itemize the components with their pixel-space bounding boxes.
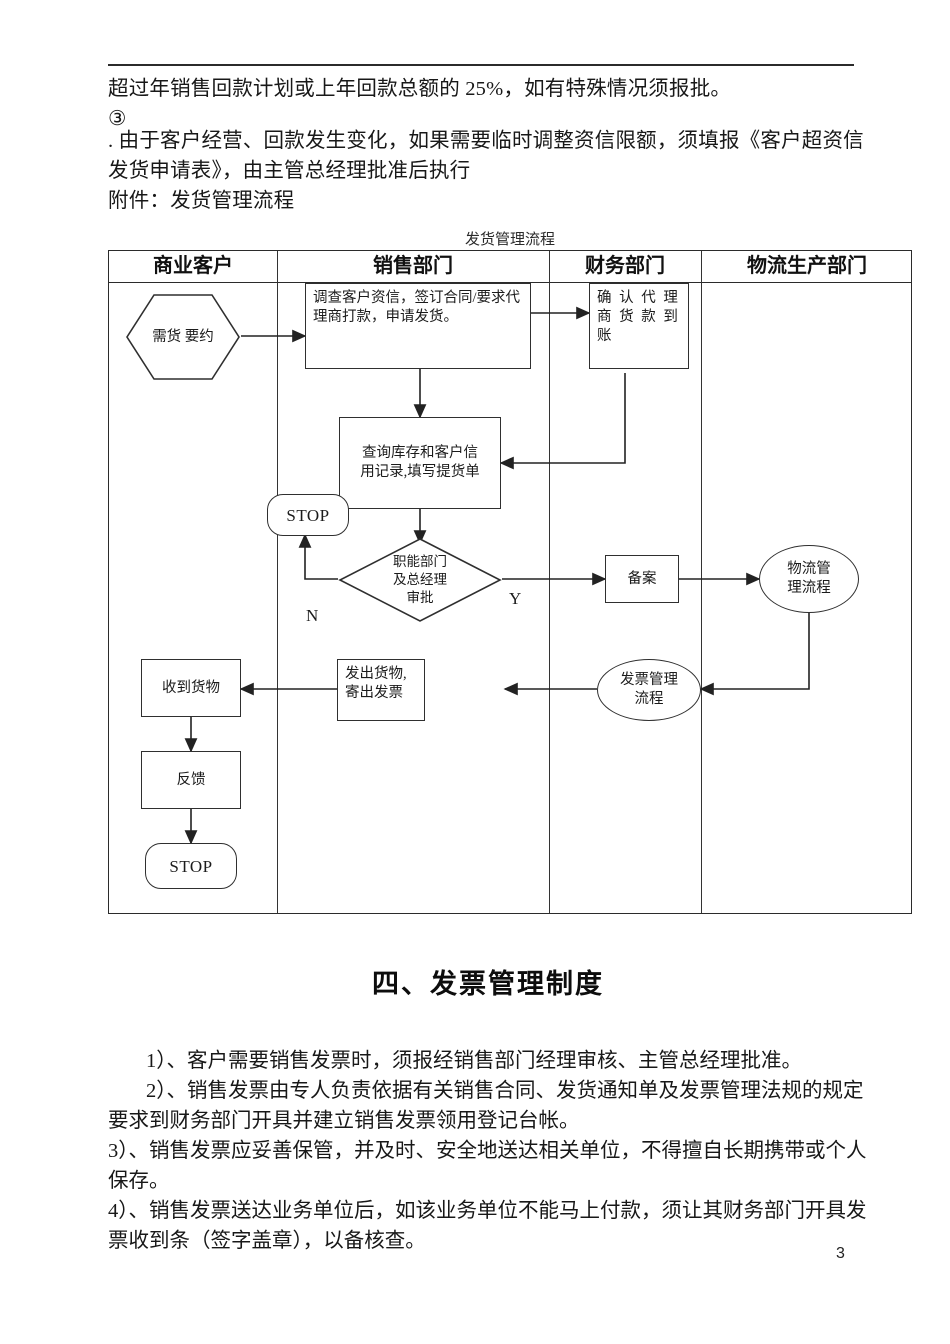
node-receive-goods-label: 收到货物 [162, 679, 220, 696]
list-item: 1）、客户需要销售发票时，须报经销售部门经理审核、主管总经理批准。 [146, 1050, 802, 1072]
node-ship-goods-label: 发出货物, 寄出发票 [345, 666, 407, 701]
node-feedback: 反馈 [141, 751, 241, 809]
node-receive-goods: 收到货物 [141, 659, 241, 717]
flowchart-swimlane-table: 商业客户 销售部门 财务部门 物流生产部门 [108, 250, 912, 914]
flowchart-title: 发货管理流程 [464, 232, 555, 248]
lane-header-customer: 商业客户 [153, 255, 233, 277]
intro-paragraph-2: . 由于客户经营、回款发生变化，如果需要临时调整资信限额，须填报《客户超资信发货… [108, 130, 864, 182]
node-stop-reject-label: STOP [286, 505, 330, 525]
attachment-label: 附件：发货管理流程 [108, 190, 295, 212]
lane-header-sales: 销售部门 [373, 255, 453, 277]
flowchart-connectors [184, 306, 810, 845]
list-item: 4）、销售发票送达业务单位后，如该业务单位不能马上付款，须让其财务部门开具发票收… [108, 1200, 867, 1252]
node-approval-decision-label: 职能部门 及总经理 审批 [393, 554, 447, 605]
node-stop-end-label: STOP [169, 856, 213, 876]
branch-label-yes: Y [509, 589, 522, 608]
header-rule [108, 64, 854, 66]
node-investigate-credit: 调查客户资信，签订合同/要求代理商打款，申请发货。 [305, 283, 531, 369]
node-stop-end: STOP [145, 843, 237, 889]
node-logistics-process: 物流管 理流程 [759, 545, 859, 613]
lane-divider-3 [701, 251, 702, 913]
lane-divider-2 [549, 251, 550, 913]
node-logistics-process-label: 物流管 理流程 [787, 561, 831, 596]
lane-header-finance: 财务部门 [585, 255, 665, 277]
section-heading: 四、发票管理制度 [372, 969, 604, 999]
lane-header-logistics: 物流生产部门 [747, 255, 867, 277]
list-item: 2）、销售发票由专人负责依据有关销售合同、发货通知单及发票管理法规的规定要求到财… [108, 1080, 864, 1132]
node-demand-request: 需货 要约 [125, 293, 241, 381]
intro-paragraph-1: 超过年销售回款计划或上年回款总额的 25%，如有特殊情况须报批。 [108, 78, 732, 100]
node-confirm-payment-label: 确 认 代 理 商 货 款 到 账 [597, 290, 680, 344]
node-record-filing: 备案 [605, 555, 679, 603]
node-confirm-payment: 确 认 代 理 商 货 款 到 账 [589, 283, 689, 369]
list-item: 3）、销售发票应妥善保管，并及时、安全地送达相关单位，不得擅自长期携带或个人保存… [108, 1140, 867, 1192]
node-invoice-process-label: 发票管理 流程 [620, 672, 678, 707]
node-demand-request-label: 需货 要约 [152, 329, 214, 345]
node-query-stock: 查询库存和客户信 用记录,填写提货单 [339, 417, 501, 509]
lane-divider-1 [277, 251, 278, 913]
page-number: 3 [836, 1245, 845, 1262]
node-record-filing-label: 备案 [627, 570, 657, 587]
circled-number-marker: ③ [108, 108, 127, 130]
node-query-stock-label: 查询库存和客户信 用记录,填写提货单 [360, 445, 480, 480]
node-ship-goods: 发出货物, 寄出发票 [337, 659, 425, 721]
node-stop-reject: STOP [267, 494, 349, 536]
swimlane-header-row [109, 251, 911, 283]
branch-label-no: N [306, 606, 319, 625]
node-feedback-label: 反馈 [176, 771, 206, 788]
node-approval-decision: 职能部门 及总经理 审批 [338, 537, 502, 623]
node-invoice-process: 发票管理 流程 [597, 659, 701, 721]
node-investigate-credit-label: 调查客户资信，签订合同/要求代理商打款，申请发货。 [313, 290, 521, 325]
